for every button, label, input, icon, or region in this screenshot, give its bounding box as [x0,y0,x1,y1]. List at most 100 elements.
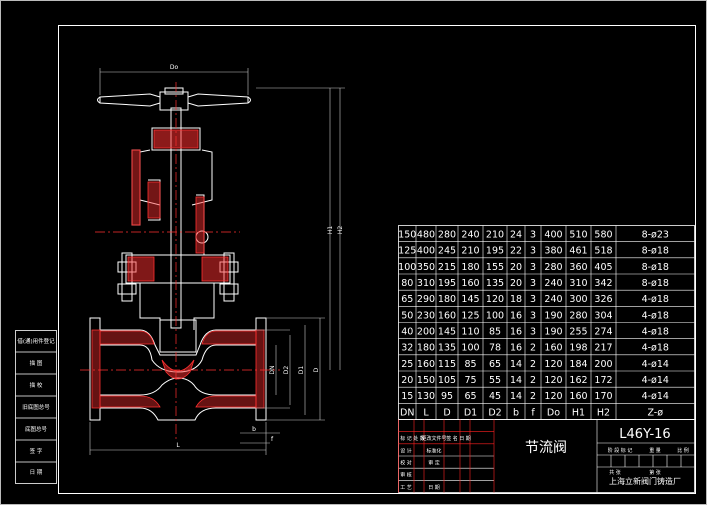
spec-table-cell: 3 [530,262,536,273]
spec-table-cell: 65 [489,359,501,370]
spec-table-cell: 100 [461,343,479,354]
spec-table-cell: 78 [489,343,501,354]
spec-table-cell: 16 [510,310,522,321]
spec-table-cell: 100 [398,262,416,273]
spec-table-header-cell: D1 [464,407,477,418]
spec-table-cell: 4-ø14 [642,359,669,370]
spec-table-cell: 125 [461,310,479,321]
spec-table-cell: 120 [544,391,562,402]
stage-header-cell: 重 量 [649,447,661,454]
spec-table-cell: 326 [594,294,612,305]
spec-table-cell: 80 [401,278,413,289]
side-label: 描 校 [30,381,43,389]
side-label: 日 期 [30,469,43,476]
model-number: L46Y-16 [619,427,670,442]
side-label: 借(通)用件登记 [17,337,55,345]
spec-table-cell: 310 [417,278,435,289]
inner-frame [58,25,696,494]
spec-table-cell: 8-ø18 [642,262,669,273]
side-label: 底图总号 [25,425,48,433]
spec-table-cell: 180 [438,294,456,305]
spec-table-cell: 8-ø18 [642,246,669,257]
spec-table-cell: 280 [544,262,562,273]
stage-header-cell: 比 例 [677,447,689,454]
spec-table-cell: 8-ø18 [642,278,669,289]
spec-table-header-cell: f [531,407,535,418]
dimension-label-d: D [313,367,320,372]
dimension-lines [89,68,345,455]
spec-table-cell: 160 [569,391,587,402]
spec-table-cell: 3 [530,326,536,337]
spec-table-cell: 125 [398,246,416,257]
spec-table-cell: 580 [594,229,612,240]
dimension-label-b: b [252,426,256,433]
spec-table-cell: 210 [461,246,479,257]
spec-table-cell: 14 [510,359,522,370]
spec-table-cell: 300 [569,294,587,305]
spec-table-cell: 100 [486,310,504,321]
spec-table-cell: 160 [544,343,562,354]
spec-table-cell: 45 [489,391,501,402]
spec-table-cell: 240 [544,278,562,289]
spec-table-cell: 3 [530,278,536,289]
spec-table-cell: 245 [438,246,456,257]
spec-table-cell: 200 [417,326,435,337]
title-block-cell: 校 对 [400,460,412,467]
spec-table-cell: 290 [417,294,435,305]
spec-table-cell: 240 [461,229,479,240]
spec-table-cell: 20 [510,278,522,289]
spec-table-cell: 110 [461,326,479,337]
dimension-label-height_h1: H1 [327,226,334,235]
spec-table-cell: 16 [510,343,522,354]
spec-table-cell: 95 [441,391,453,402]
spec-table-cell: 16 [510,326,522,337]
spec-table-cell: 217 [594,343,612,354]
spec-table-cell: 14 [510,375,522,386]
spec-table-cell: 274 [594,326,612,337]
spec-table-header-cell: Z-ø [647,407,663,418]
spec-table-header-cell: Do [547,407,560,418]
spec-table-cell: 480 [417,229,435,240]
spec-table-cell: 3 [530,246,536,257]
spec-table-cell: 461 [569,246,587,257]
spec-table-cell: 3 [530,310,536,321]
spec-table-cell: 170 [594,391,612,402]
spec-table-cell: 200 [594,359,612,370]
sheet-info: 共 张 [609,469,621,476]
spec-table-cell: 405 [594,262,612,273]
spec-table-cell: 120 [544,359,562,370]
spec-table-cell: 65 [464,391,476,402]
spec-table-cell: 255 [569,326,587,337]
side-label: 描 图 [30,359,43,367]
spec-table-cell: 180 [417,343,435,354]
spec-table-cell: 22 [510,246,522,257]
spec-table-cell: 400 [544,229,562,240]
spec-table-cell: 172 [594,375,612,386]
title-block-cell: 审 核 [400,472,412,479]
spec-table-cell: 15 [401,391,413,402]
spec-table-header-cell: H2 [597,407,610,418]
title-block: 标 记处 数更改文件号签 名日 期设 计标准化校 对审 定审 核工 艺日 期阶 … [398,419,695,493]
company-name: 上海立新阀门铸造厂 [609,476,681,486]
spec-table-cell: 115 [438,359,456,370]
spec-table-cell: 2 [530,391,536,402]
spec-table-header-cell: L [423,407,429,418]
title-block-cell: 工 艺 [400,485,412,491]
title-block-cell: 处 数 [413,435,425,442]
spec-table-cell: 120 [544,375,562,386]
spec-table-cell: 2 [530,343,536,354]
spec-table-cell: 350 [417,262,435,273]
dimension-label-d2: D2 [283,366,290,375]
handwheel [97,87,251,111]
spec-table-cell: 8-ø23 [642,229,669,240]
spec-table-cell: 40 [401,326,413,337]
dimension-label-height_h2: H2 [337,226,344,235]
sheet-info: 第 张 [649,469,661,476]
stage-header-cell: 阶 段 标 记 [608,447,633,454]
spec-table-cell: 25 [401,359,413,370]
spec-table-header-cell: D2 [488,407,501,418]
dimension-label-dn: DN [269,365,276,374]
